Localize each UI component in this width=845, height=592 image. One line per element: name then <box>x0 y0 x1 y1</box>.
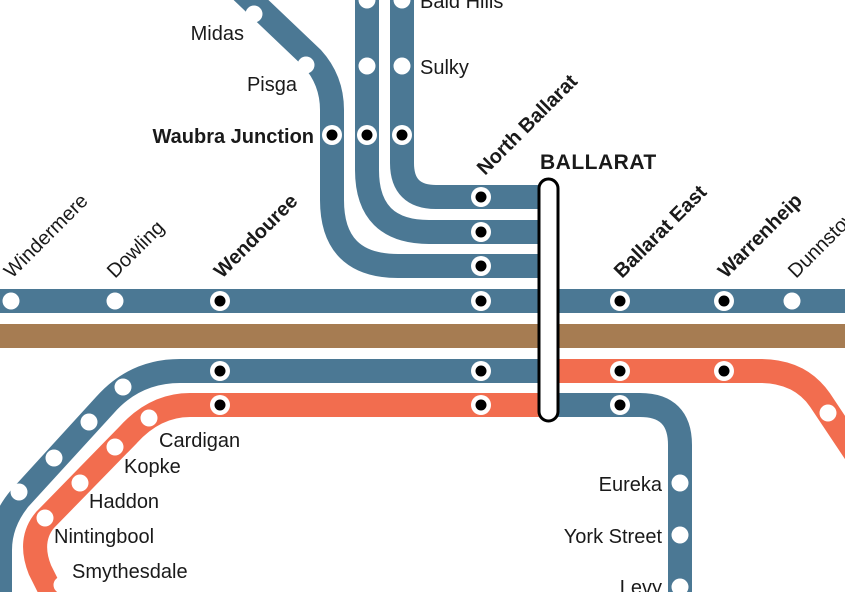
label-smythesdale[interactable]: Smythesdale <box>72 561 188 583</box>
stop-sw-blue-c[interactable] <box>45 449 63 467</box>
interchange-dot <box>475 399 487 411</box>
interchange-east-orange[interactable] <box>610 361 630 381</box>
interchange-dot <box>214 399 226 411</box>
label-pisga[interactable]: Pisga <box>247 74 298 96</box>
interchange-sw-orange-2[interactable] <box>471 395 491 415</box>
blue-line-north-b <box>390 0 540 209</box>
stop-bald-hills-a[interactable] <box>358 0 376 9</box>
interchange-dot <box>475 365 487 377</box>
interchange-east-orange-2[interactable] <box>714 361 734 381</box>
stop-smythesdale[interactable] <box>53 576 71 592</box>
interchange-stations <box>210 125 734 415</box>
label-midas[interactable]: Midas <box>191 23 244 45</box>
interchange-north-b[interactable] <box>392 125 412 145</box>
stop-pisga[interactable] <box>297 56 315 74</box>
interchange-dot <box>361 129 373 141</box>
interchange-north-ballarat-1[interactable] <box>471 187 491 207</box>
label-york-street[interactable]: York Street <box>564 526 663 548</box>
interchange-dot <box>614 365 626 377</box>
interchange-north-ballarat-4[interactable] <box>471 291 491 311</box>
stop-bald-hills-b[interactable] <box>393 0 411 9</box>
interchange-dot <box>718 365 730 377</box>
stop-east-orange-far[interactable] <box>819 404 837 422</box>
interchange-dot <box>214 295 226 307</box>
stop-dunnstown[interactable] <box>783 292 801 310</box>
interchange-sw-orange-1[interactable] <box>210 395 230 415</box>
label-dowling[interactable]: Dowling <box>103 217 169 283</box>
interchange-dot <box>396 129 408 141</box>
interchange-sw-blue-1[interactable] <box>210 361 230 381</box>
blue-line-southeast <box>556 393 692 592</box>
interchange-dot <box>214 365 226 377</box>
blue-line-southwest <box>0 359 540 592</box>
stop-midas[interactable] <box>245 5 263 23</box>
interchange-ballarat-east[interactable] <box>610 291 630 311</box>
label-sulky[interactable]: Sulky <box>420 57 469 79</box>
interchange-dot <box>475 295 487 307</box>
label-wendouree[interactable]: Wendouree <box>210 190 302 282</box>
interchange-north-a[interactable] <box>357 125 377 145</box>
blue-line-north-a <box>355 0 540 244</box>
label-windermere[interactable]: Windermere <box>0 190 93 283</box>
label-haddon[interactable]: Haddon <box>89 491 159 513</box>
stop-cardigan[interactable] <box>140 409 158 427</box>
stop-levy[interactable] <box>671 578 689 592</box>
interchange-se-blue[interactable] <box>610 395 630 415</box>
label-waubra-junction[interactable]: Waubra Junction <box>153 126 314 148</box>
orange-line-southwest <box>23 393 540 592</box>
stop-nintingbool[interactable] <box>36 509 54 527</box>
stop-sulky-a[interactable] <box>358 57 376 75</box>
interchange-dot <box>614 295 626 307</box>
interchange-waubra-junction[interactable] <box>322 125 342 145</box>
orange-line-east <box>556 359 845 460</box>
interchange-warrenheip[interactable] <box>714 291 734 311</box>
interchange-dot <box>475 226 487 238</box>
stop-windermere[interactable] <box>2 292 20 310</box>
interchange-sw-blue-2[interactable] <box>471 361 491 381</box>
interchange-dot <box>326 129 338 141</box>
stop-kopke[interactable] <box>106 438 124 456</box>
ballarat-hub-platform[interactable] <box>537 177 560 423</box>
label-eureka[interactable]: Eureka <box>599 474 663 496</box>
stop-york-street[interactable] <box>671 526 689 544</box>
stop-dowling[interactable] <box>106 292 124 310</box>
stop-haddon[interactable] <box>71 474 89 492</box>
label-bald-hills[interactable]: Bald Hills <box>420 0 503 13</box>
stop-sulky-b[interactable] <box>393 57 411 75</box>
stop-sw-blue-d[interactable] <box>10 483 28 501</box>
stop-sw-blue-a[interactable] <box>114 378 132 396</box>
stop-eureka[interactable] <box>671 474 689 492</box>
stop-sw-blue-b[interactable] <box>80 413 98 431</box>
interchange-dot <box>475 260 487 272</box>
label-ballarat-hub[interactable]: BALLARAT <box>540 151 657 174</box>
brown-line <box>0 324 845 348</box>
interchange-wendouree[interactable] <box>210 291 230 311</box>
interchange-dot <box>718 295 730 307</box>
label-kopke[interactable]: Kopke <box>124 456 181 478</box>
interchange-north-ballarat-3[interactable] <box>471 256 491 276</box>
interchange-dot <box>475 191 487 203</box>
interchange-north-ballarat-2[interactable] <box>471 222 491 242</box>
blue-line-midas <box>233 0 540 278</box>
label-ballarat-east[interactable]: Ballarat East <box>610 181 711 282</box>
interchange-dot <box>614 399 626 411</box>
label-nintingbool[interactable]: Nintingbool <box>54 526 154 548</box>
label-levy[interactable]: Levy <box>620 577 662 592</box>
label-cardigan[interactable]: Cardigan <box>159 430 240 452</box>
